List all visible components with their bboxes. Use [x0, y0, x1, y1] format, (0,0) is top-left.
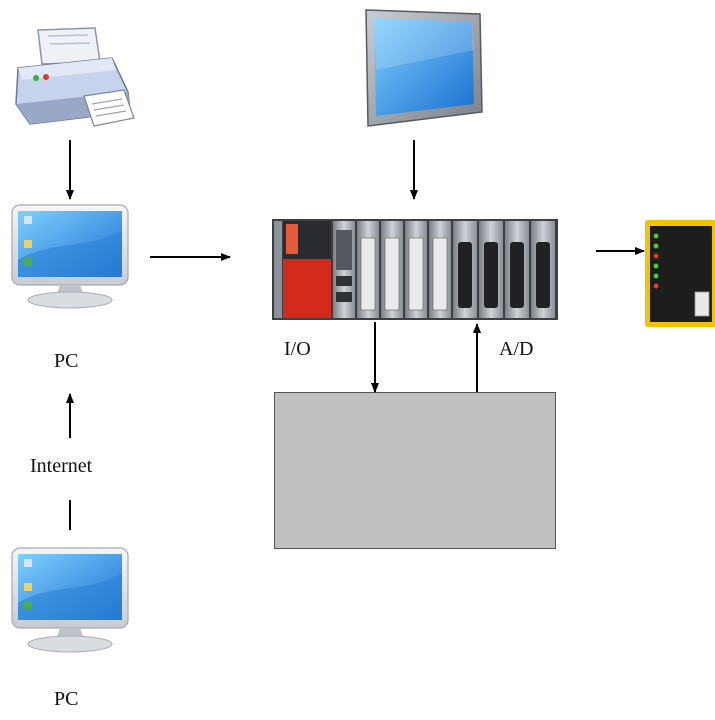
pc-top-label: PC [54, 350, 79, 372]
plc-rack-icon [272, 219, 558, 320]
desktop-computer-icon [11, 204, 129, 309]
printer-icon [15, 27, 135, 127]
ad-label: A/D [499, 338, 534, 360]
pc-bottom-label: PC [54, 688, 79, 710]
io-label: I/O [284, 338, 311, 360]
process-box [274, 392, 556, 549]
internet-label: Internet [30, 455, 93, 477]
controller-module-icon [645, 220, 715, 327]
monitor-icon [365, 9, 483, 127]
desktop-computer-icon [11, 547, 129, 653]
